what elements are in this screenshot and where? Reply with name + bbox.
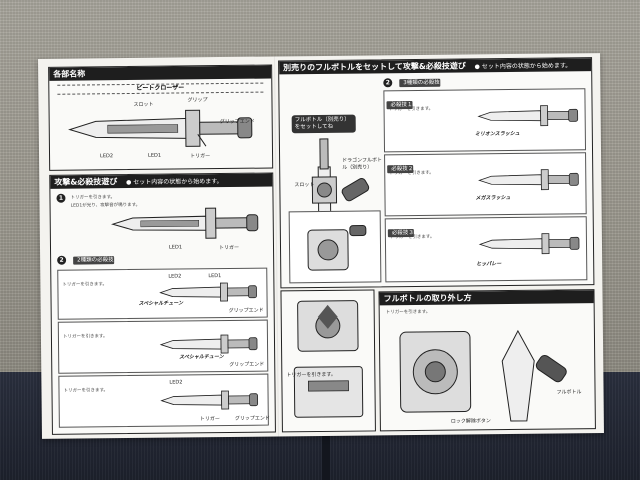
bottle-removal-illustration [399,329,567,422]
finisher-2-trigger-text: トリガーを引きます。 [389,170,434,177]
attack-step1-trigger-label: トリガー [218,244,240,252]
attack-title: 攻撃&必殺技遊び ● セット内容の状態から始めます。 [50,173,273,189]
attack-sub3-trigger: トリガー [199,416,220,423]
parts-label-led2: LED2 [100,153,114,160]
sword-illustration-sub2 [159,334,258,354]
instruction-sheet: 各部名称 ビートクローザー スロット グリップ グリップエンド LED2 LED… [38,53,604,439]
finisher-2-sword [478,169,579,191]
insert-diagram-illustration [307,225,367,271]
finisher-3-sword [478,233,580,255]
finisher-3-effect: ヒッパレー [476,261,502,268]
attack-sub1-led1: LED1 [208,273,222,280]
finisher-2-effect: メガスラッシュ [475,195,511,202]
attack-sub3-trigger-text: トリガーを引きます。 [63,388,109,394]
sword-closeup-illustration [293,300,364,418]
attack-step2-title: 2種類の必殺技 [73,256,114,265]
remove-lock-label: ロック解除ボタン [450,418,491,425]
finisher-box-3: 必殺技３ トリガーを引きます。 ヒッパレー [384,216,588,283]
attack-sub-box-1: トリガーを引きます。 LED2 LED1 スペシャルチューン グリップエンド [57,267,268,320]
sword-illustration [68,109,253,147]
finisher-box-2: 必殺技２ トリガーを引きます。 メガスラッシュ [384,152,587,217]
attack-sub-box-3: トリガーを引きます。 LED2 トリガー グリップエンド [58,373,270,428]
attack-step1-led1-label: LED1 [168,244,183,251]
remove-bottle-label: フルボトル [556,389,582,396]
closeup-trigger-label: トリガーを引きます。 [286,371,336,379]
fullbottle-callout: フルボトル（別売り）をセットしてね [291,114,356,134]
parts-label-grip: グリップ [187,97,208,104]
attack-sub3-grip-end: グリップエンド [234,415,270,422]
remove-title: フルボトルの取り外し方 [379,290,594,306]
attack-play-panel: 攻撃&必殺技遊び ● セット内容の状態から始めます。 1 トリガーを引きます。 … [49,172,276,435]
attack-sub-box-2: トリガーを引きます。 スペシャルチューン グリップエンド [57,319,269,374]
parts-names-panel: 各部名称 ビートクローザー スロット グリップ グリップエンド LED2 LED… [48,64,274,171]
sword-closeup-panel: トリガーを引きます。 [280,289,376,433]
sword-illustration-step1 [111,207,259,239]
finisher-3-trigger-text: トリガーを引きます。 [389,234,435,241]
finisher-box-1: 必殺技１ トリガーを引きます。 ミリオンスラッシュ [383,88,587,153]
parts-label-trigger: トリガー [190,153,211,160]
parts-label-grip-end: グリップエンド [219,118,255,126]
attack-sub2-grip-end: グリップエンド [229,361,265,368]
dragon-label: ドラゴンフルボトル（別売り） [342,157,382,171]
fullbottle-play-panel: 別売りのフルボトルをセットして攻撃&必殺技遊び ● セット内容の状態から始めます… [278,57,595,289]
device-name: ビートクローザー [57,82,264,95]
attack-note: ● セット内容の状態から始めます。 [126,178,223,187]
attack-title-text: 攻撃&必殺技遊び [54,177,118,187]
attack-sub1-trigger-text: トリガーを引きます。 [62,282,107,288]
fullbottle-title: 別売りのフルボトルをセットして攻撃&必殺技遊び ● セット内容の状態から始めます… [279,58,592,75]
parts-label-led1: LED1 [148,152,162,159]
insert-diagram-box [288,210,382,284]
step-number-1: 1 [56,193,66,203]
fullbottle-note: ● セット内容の状態から始めます。 [474,62,572,71]
attack-sub2-trigger-text: トリガーを引きます。 [62,334,108,340]
bottle-removal-panel: フルボトルの取り外し方 トリガーを引きます。 フルボトル ロック解除ボタン [378,289,596,432]
finisher-step-number: 2 [383,78,393,88]
parts-label-slot: スロット [133,101,154,108]
attack-sub3-led2: LED2 [169,379,183,386]
finisher-1-sword [477,105,579,127]
three-finishers-title: 3種類の必殺技 [399,78,440,88]
fullbottle-title-text: 別売りのフルボトルをセットして攻撃&必殺技遊び [283,61,466,73]
remove-instruction: トリガーを引きます。 [385,309,431,316]
attack-step1-trigger-text: トリガーを引きます。 [70,195,116,201]
sword-illustration-sub3 [160,390,259,410]
sword-illustration-sub1 [159,282,257,302]
step-number-2: 2 [57,255,67,265]
slot-label: スロット [294,182,315,189]
attack-sub1-grip-end: グリップエンド [228,307,264,314]
finisher-1-trigger-text: トリガーを引きます。 [388,106,434,113]
attack-sub1-led2: LED2 [168,273,182,280]
parts-title: 各部名称 [49,65,272,81]
finisher-1-effect: ミリオンスラッシュ [474,130,520,138]
